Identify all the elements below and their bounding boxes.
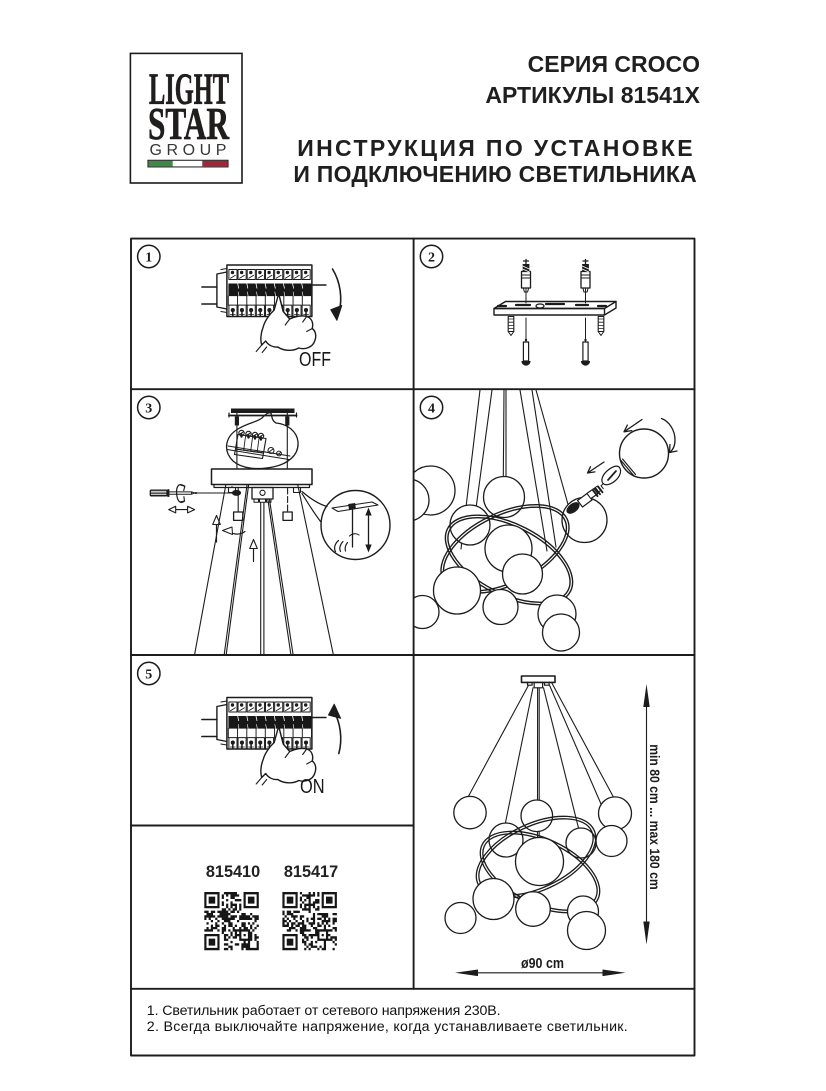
svg-text:min 80 cm ... max 180 cm: min 80 cm ... max 180 cm	[647, 744, 662, 890]
svg-text:3: 3	[145, 401, 152, 416]
svg-text:4: 4	[428, 401, 435, 416]
svg-text:1: 1	[145, 250, 152, 265]
svg-text:ø90 cm: ø90 cm	[521, 955, 564, 972]
svg-text:5: 5	[145, 667, 152, 682]
svg-text:LIGHT: LIGHT	[149, 65, 229, 114]
svg-text:STAR: STAR	[148, 98, 230, 149]
svg-text:2: 2	[428, 250, 435, 265]
svg-text:GROUP: GROUP	[150, 142, 231, 159]
